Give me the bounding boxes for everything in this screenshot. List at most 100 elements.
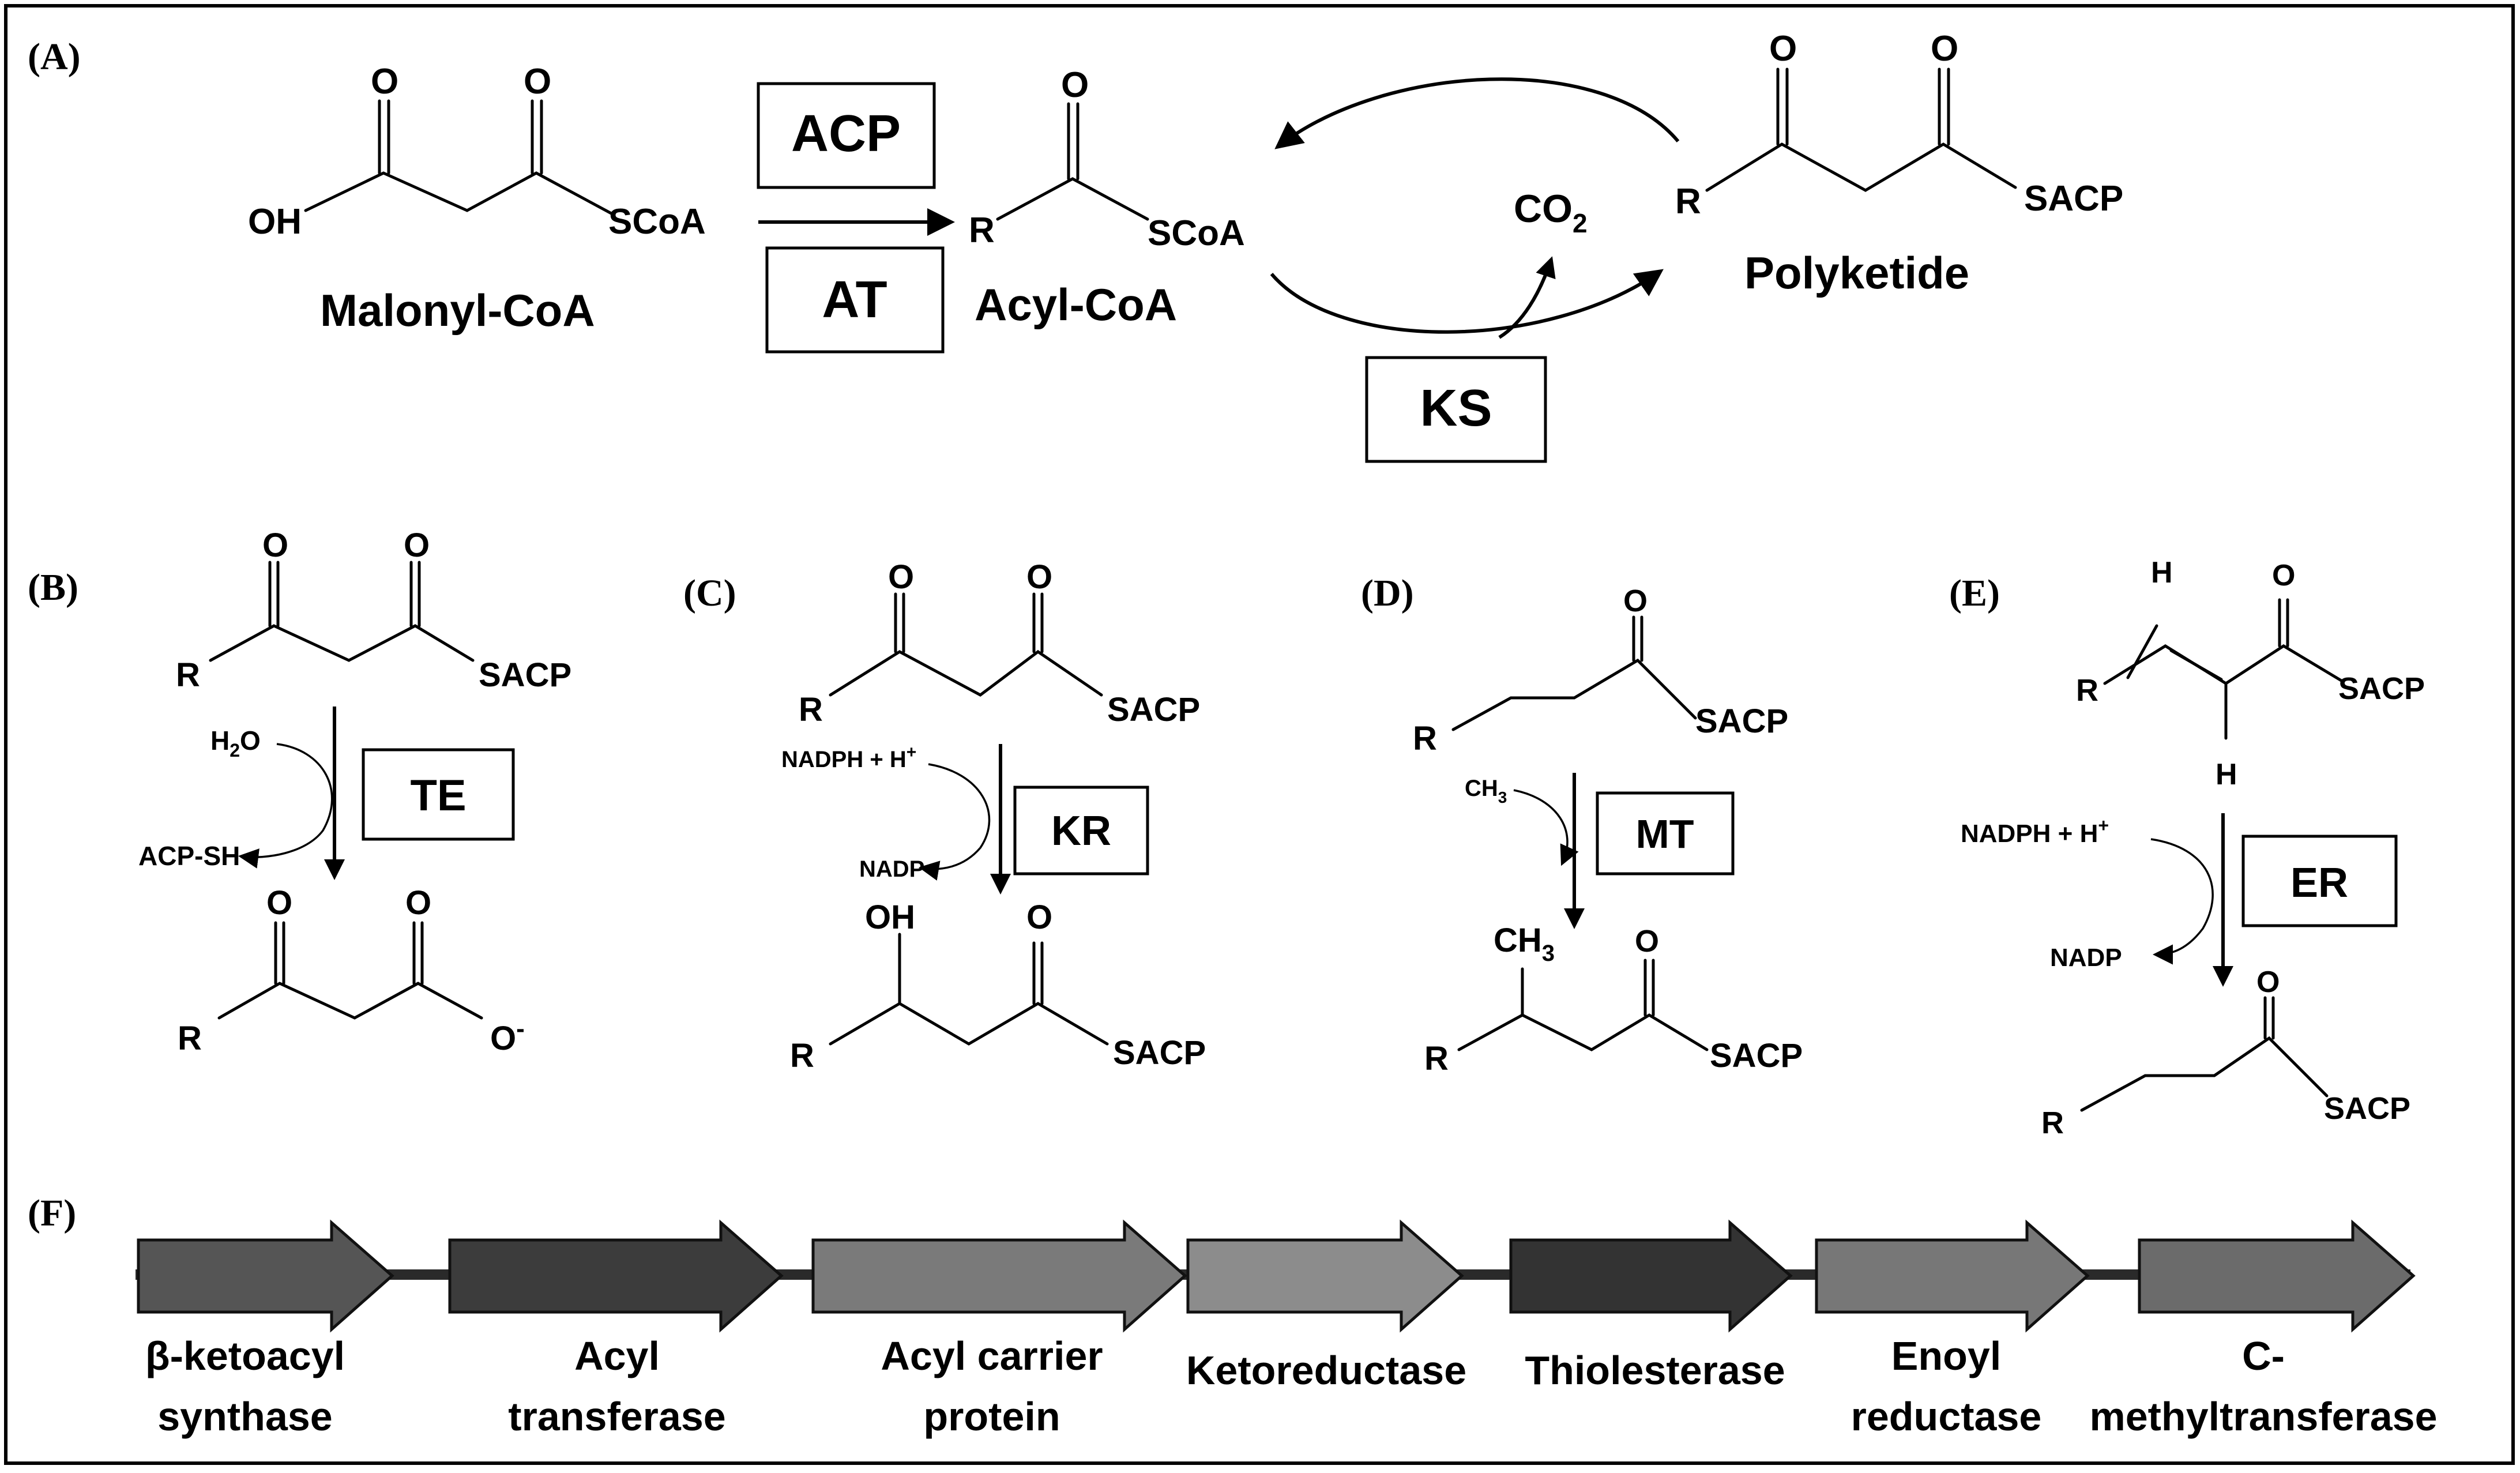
ks-lower-arc	[1270, 269, 1664, 334]
c-top-sacp: SACP	[1107, 691, 1200, 728]
d-bottom-r: R	[1424, 1040, 1449, 1077]
at-enzyme-label: AT	[822, 271, 887, 329]
c-bottom-r: R	[790, 1037, 814, 1074]
panel-d-product: R CH3 O SACP	[1424, 922, 1803, 1077]
gene-label-2-line2: transferase	[508, 1394, 725, 1439]
gene-label-1-line1: β-ketoacyl	[145, 1333, 345, 1378]
d-top-sacp: SACP	[1695, 702, 1788, 740]
malonyl-o2: O	[524, 62, 551, 102]
panel-label-b: (B)	[28, 566, 78, 608]
er-enzyme-label: ER	[2290, 860, 2348, 906]
gene-label-5-line1: Thiolesterase	[1525, 1348, 1785, 1393]
polyketide-name: Polyketide	[1744, 247, 1969, 298]
acyl-o: O	[1061, 65, 1089, 105]
gene-label-4-line1: Ketoreductase	[1186, 1348, 1466, 1393]
panel-d-substrate: R O SACP	[1413, 584, 1788, 757]
kr-enzyme-label: KR	[1051, 808, 1111, 854]
panel-b-substrate: R O O SACP	[176, 527, 571, 694]
e-top-r: R	[2076, 673, 2098, 708]
panel-label-f: (F)	[28, 1192, 76, 1234]
c-bottom-o: O	[1026, 899, 1052, 936]
gene-arrow-1	[137, 1219, 394, 1333]
c-top-o1: O	[888, 558, 914, 596]
panel-label-a: (A)	[28, 36, 81, 78]
b-bottom-o1: O	[266, 884, 292, 922]
c-nadp-label: NADP	[859, 856, 924, 882]
gene-label-3-line2: protein	[923, 1394, 1060, 1439]
e-top-sacp: SACP	[2338, 671, 2425, 706]
d-top-o: O	[1623, 584, 1648, 618]
b-h2o-label: H2O	[210, 726, 261, 761]
acyl-coa-structure: R O SCoA Acyl-CoA	[969, 65, 1245, 330]
d-ch3-side-label: CH3	[1465, 776, 1507, 806]
acyl-r: R	[969, 211, 995, 250]
malonyl-scoa: SCoA	[608, 202, 706, 242]
b-top-o1: O	[262, 527, 288, 564]
gene-cluster-arrows	[137, 1219, 2416, 1333]
e-top-h1: H	[2151, 556, 2173, 589]
b-bottom-ominus: O-	[490, 1014, 525, 1057]
polyketide-r: R	[1675, 182, 1701, 221]
polyketide-o2: O	[1931, 29, 1958, 69]
acp-enzyme-label: ACP	[791, 105, 901, 163]
malonyl-name: Malonyl-CoA	[320, 285, 595, 336]
acp-enzyme-box	[757, 82, 936, 189]
acyl-scoa: SCoA	[1148, 213, 1245, 253]
ks-upper-arc	[1274, 77, 1680, 149]
er-enzyme-box	[2241, 835, 2398, 927]
at-enzyme-box	[765, 246, 945, 354]
b-top-sacp: SACP	[479, 656, 571, 694]
b-acpsh-label: ACP-SH	[138, 841, 240, 871]
malonyl-coa-structure: OH O O SCoA Malonyl-CoA	[248, 62, 706, 336]
e-bottom-sacp: SACP	[2324, 1091, 2410, 1126]
gene-arrow-3	[811, 1219, 1187, 1333]
malonyl-oh: OH	[248, 202, 302, 242]
c-bottom-sacp: SACP	[1113, 1034, 1206, 1072]
te-enzyme-box	[362, 748, 515, 841]
c-top-o2: O	[1026, 558, 1052, 596]
c-nadph-curve	[919, 763, 991, 881]
gene-arrow-5	[1509, 1219, 1793, 1333]
gene-label-3-line1: Acyl carrier	[881, 1333, 1103, 1378]
e-nadph-curve	[2150, 838, 2214, 965]
panel-label-e: (E)	[1949, 572, 2000, 614]
b-top-r: R	[176, 656, 200, 694]
gene-label-6-line1: Enoyl	[1891, 1333, 2002, 1378]
e-bottom-o: O	[2256, 965, 2280, 999]
d-bottom-ch3: CH3	[1494, 922, 1555, 966]
panel-e-substrate: R H H O SACP	[2076, 556, 2425, 791]
gene-cluster-labels: β-ketoacyl synthase Acyl transferase Acyl ca…	[145, 1333, 2438, 1439]
gene-arrow-7	[2138, 1219, 2416, 1333]
c-bottom-oh: OH	[865, 899, 915, 936]
d-methyl-curve	[1513, 789, 1579, 866]
gene-label-2-line1: Acyl	[574, 1333, 660, 1378]
polyketide-sacp: SACP	[2024, 179, 2123, 219]
ks-enzyme-box	[1365, 356, 1547, 463]
gene-label-1-line2: synthase	[157, 1394, 332, 1439]
polyketide-o1: O	[1769, 29, 1797, 69]
te-enzyme-label: TE	[410, 771, 466, 820]
panel-c-product: R OH O SACP	[790, 899, 1206, 1074]
panel-b-product: R O O O-	[178, 884, 525, 1057]
panel-c-substrate: R O O SACP	[799, 558, 1200, 728]
panel-label-d: (D)	[1361, 572, 1414, 614]
gene-arrow-2	[448, 1219, 784, 1333]
c-top-r: R	[799, 691, 823, 728]
b-bottom-o2: O	[405, 884, 431, 922]
b-bottom-r: R	[178, 1020, 202, 1057]
acyl-name: Acyl-CoA	[975, 279, 1177, 330]
c-nadph-label: NADPH + H+	[781, 743, 916, 772]
e-top-o: O	[2272, 559, 2295, 592]
d-bottom-sacp: SACP	[1710, 1037, 1803, 1074]
malonyl-o1: O	[371, 62, 398, 102]
e-bottom-r: R	[2041, 1106, 2064, 1140]
panel-label-c: (C)	[683, 572, 736, 614]
kr-enzyme-box	[1013, 786, 1149, 875]
gene-label-7-line1: C-	[2242, 1333, 2285, 1378]
figure-border	[4, 4, 2515, 1465]
b-h2o-curve	[238, 743, 333, 869]
d-bottom-o: O	[1635, 924, 1659, 959]
co2-release-arrow	[1498, 256, 1556, 339]
co2-label: CO2	[1514, 187, 1588, 238]
